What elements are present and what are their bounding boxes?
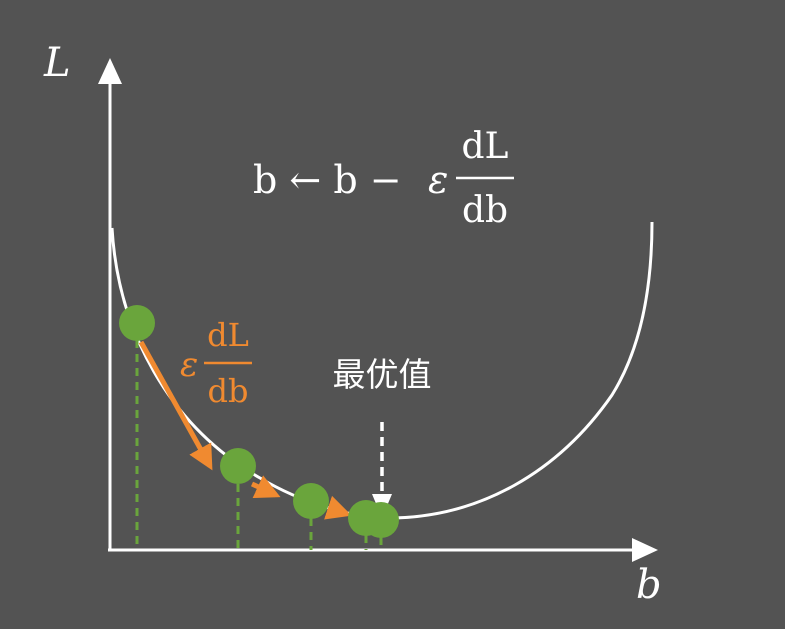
y-axis-label: L [43,40,71,86]
step-arrow-1 [138,340,213,471]
optimum-label: 最优值 [333,355,432,394]
step-arrow-2 [250,475,281,499]
step-label-denominator: db [208,372,249,410]
iterate-point-2 [220,448,256,484]
step-arrow-3 [324,495,352,520]
formula-denominator: db [462,190,508,231]
formula-numerator: dL [462,126,509,167]
update-rule-formula: b ← b − ε dL db [253,126,514,231]
formula-lhs: b ← b − [253,158,402,202]
iterate-point-5 [363,502,399,538]
x-axis-arrowhead [632,538,658,562]
iterate-point-1 [119,305,155,341]
step-size-label: ε dL db [180,316,252,410]
x-axis-label: b [636,562,662,608]
iterate-point-3 [293,483,329,519]
step-label-epsilon: ε [180,345,198,385]
formula-epsilon: ε [428,158,448,202]
y-axis-arrowhead [98,58,122,84]
step-label-numerator: dL [207,316,249,354]
